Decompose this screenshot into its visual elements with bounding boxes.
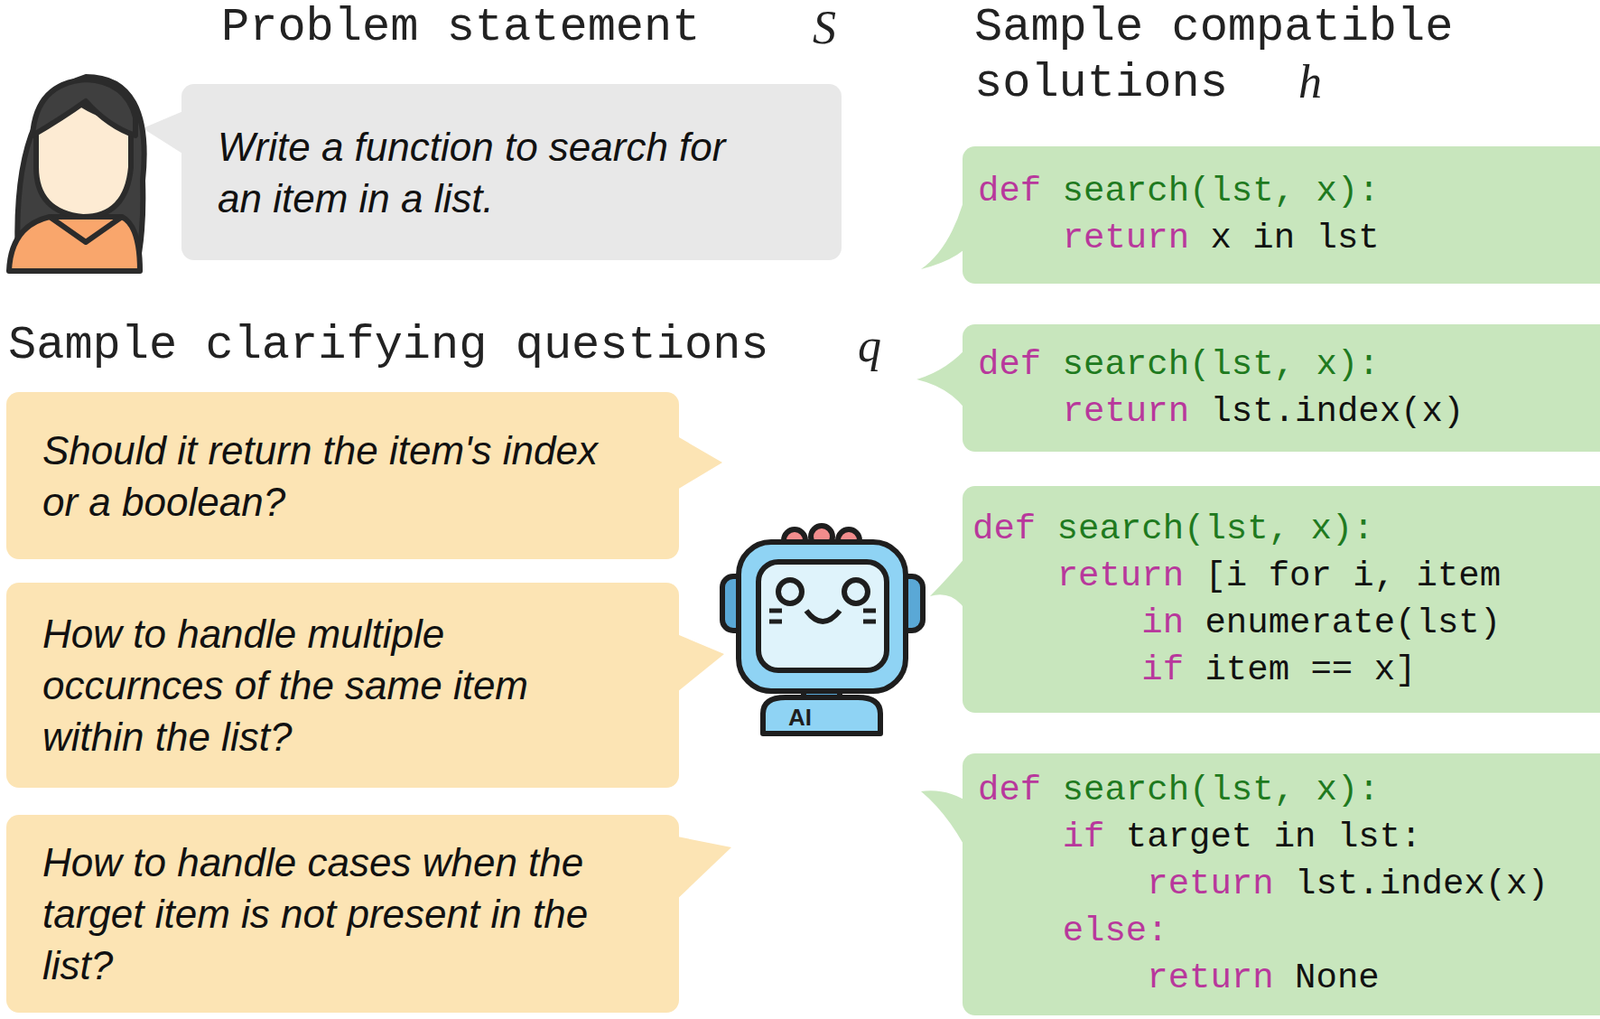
bubble-text: Should it return the item's index or a b… (42, 424, 621, 528)
math-symbol: h (1298, 54, 1322, 111)
code-line: if item == x] (972, 646, 1591, 694)
section-heading: Sample clarifying questions (8, 317, 770, 374)
code-bubble: def search(lst, x): return x in lst (962, 146, 1600, 284)
bubble-text: How to handle cases when the target item… (42, 836, 621, 991)
question-bubble: How to handle multiple occurnces of the … (6, 582, 680, 788)
section-heading: Problem statement (221, 0, 701, 56)
code-bubble: def search(lst, x): return [i for i, ite… (962, 485, 1600, 713)
person-icon (9, 76, 145, 271)
bubble-tail (672, 433, 723, 493)
code-line: def search(lst, x): (972, 505, 1591, 553)
math-symbol: S (812, 0, 837, 56)
code-line: if target in lst: (977, 813, 1585, 861)
code-line: return x in lst (977, 214, 1585, 262)
code-line: return lst.index(x) (977, 388, 1585, 436)
question-bubble: Should it return the item's index or a b… (6, 391, 680, 559)
code-line: return lst.index(x) (977, 860, 1585, 908)
problem-bubble: Write a function to search for an item i… (181, 83, 842, 261)
code-bubble: def search(lst, x): if target in lst: re… (962, 753, 1600, 1015)
robot-badge: AI (788, 703, 812, 732)
code-line: def search(lst, x): (977, 341, 1585, 389)
section-heading: Sample compatible solutions (974, 0, 1535, 113)
bubble-tail (672, 632, 725, 696)
code-line: return None (977, 954, 1585, 1002)
bubble-text: How to handle multiple occurnces of the … (42, 607, 621, 763)
code-line: else: (977, 907, 1585, 955)
bubble-text: Write a function to search for an item i… (217, 120, 760, 224)
code-bubble: def search(lst, x): return lst.index(x) (962, 324, 1600, 452)
code-line: def search(lst, x): (977, 167, 1585, 215)
code-line: def search(lst, x): (977, 766, 1585, 814)
bubble-tail (672, 835, 732, 903)
question-bubble: How to handle cases when the target item… (6, 814, 680, 1013)
math-symbol: q (857, 317, 882, 374)
code-line: return [i for i, item (972, 552, 1591, 600)
code-line: in enumerate(lst) (972, 599, 1591, 647)
robot-icon (722, 525, 923, 734)
